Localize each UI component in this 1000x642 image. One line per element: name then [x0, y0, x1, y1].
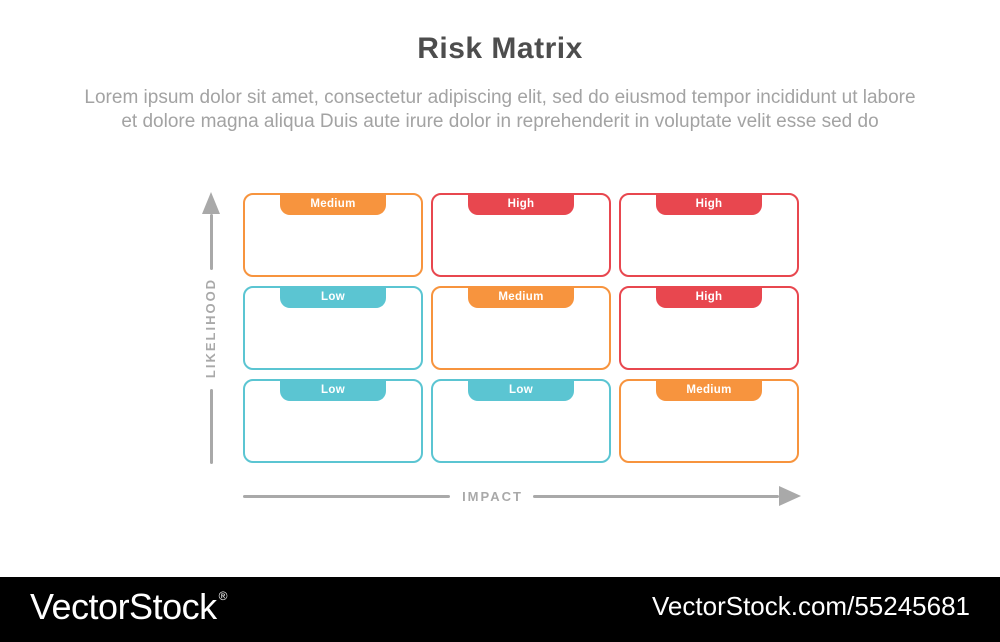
matrix-cell-r0c0: Medium: [243, 193, 423, 277]
impact-axis-line-right: [533, 495, 779, 498]
matrix-cell-r2c0: Low: [243, 379, 423, 463]
vectorstock-logo: VectorStock®: [30, 585, 228, 628]
matrix-cell-r0c2: High: [619, 193, 799, 277]
subtitle-line-2: et dolore magna aliqua Duis aute irure d…: [121, 111, 879, 132]
likelihood-axis-line-lower: [210, 389, 213, 464]
impact-axis-line-left: [243, 495, 450, 498]
matrix-cell-r2c1: Low: [431, 379, 611, 463]
risk-level-tab: Medium: [468, 286, 574, 308]
watermark-id: VectorStock.com/55245681: [652, 591, 970, 621]
risk-level-tab: Low: [280, 286, 386, 308]
matrix-cell-r1c1: Medium: [431, 286, 611, 370]
risk-level-tab: Low: [280, 379, 386, 401]
matrix-cell-r2c2: Medium: [619, 379, 799, 463]
risk-level-tab: High: [468, 193, 574, 215]
matrix-cell-r1c0: Low: [243, 286, 423, 370]
page-subtitle: Lorem ipsum dolor sit amet, consectetur …: [0, 86, 1000, 134]
likelihood-axis-label: LIKELIHOOD: [203, 277, 218, 379]
registered-mark: ®: [218, 588, 228, 603]
matrix-cell-r1c2: High: [619, 286, 799, 370]
impact-axis-label: IMPACT: [462, 489, 523, 504]
arrow-right-icon: [779, 486, 801, 506]
risk-level-tab: High: [656, 286, 762, 308]
subtitle-line-1: Lorem ipsum dolor sit amet, consectetur …: [84, 87, 916, 108]
likelihood-axis-line-upper: [210, 214, 213, 270]
risk-matrix-grid: Medium High High Low Medium High Low Low…: [243, 193, 799, 463]
brand-text: VectorStock: [30, 585, 217, 627]
risk-level-tab: Medium: [280, 193, 386, 215]
risk-level-tab: High: [656, 193, 762, 215]
watermark-bar: VectorStock® VectorStock.com/55245681: [0, 577, 1000, 642]
arrow-up-icon: [202, 192, 220, 214]
matrix-cell-r0c1: High: [431, 193, 611, 277]
risk-level-tab: Low: [468, 379, 574, 401]
page-title: Risk Matrix: [417, 32, 583, 65]
risk-level-tab: Medium: [656, 379, 762, 401]
